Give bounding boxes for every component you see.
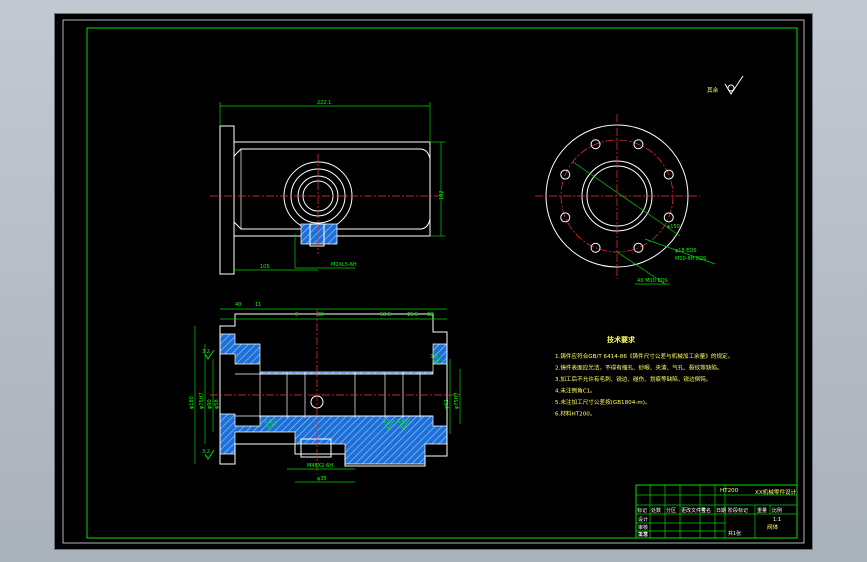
bolt-hole	[633, 139, 644, 150]
title-project: XX机械零件设计	[755, 488, 797, 496]
title-block: HT200 XX机械零件设计 阀体 阶段标记 重量 比例 1:1 共1张 标记处…	[635, 484, 798, 539]
tech-req-item: 4.未注倒角C1。	[555, 387, 596, 395]
title-weight-label: 重量	[757, 507, 767, 514]
title-label: 日期	[716, 508, 726, 514]
section-top-dim: 11	[255, 302, 261, 308]
section-left-dim: φ90	[207, 399, 213, 409]
title-sheet: 共1张	[728, 530, 741, 537]
title-stage-label: 阶段标记	[728, 507, 748, 514]
roughness-mark	[432, 354, 443, 365]
title-scale-value: 1:1	[773, 517, 781, 523]
roughness-value: 3.2	[202, 349, 210, 355]
section-left-dim: φ58	[214, 399, 220, 409]
roughness-value: 3.2	[382, 419, 390, 425]
outer-border	[62, 19, 805, 544]
section-top-dim: 18	[427, 312, 433, 318]
tech-req-title: 技术要求	[607, 335, 636, 344]
bolt-hole	[560, 169, 571, 180]
title-role: 审核	[638, 524, 648, 531]
tech-req-item: 5.未注加工尺寸公差按(GB1804-m)。	[555, 398, 651, 406]
title-label: 处数	[651, 507, 661, 514]
bolt-hole	[560, 212, 571, 223]
title-role: 批准	[638, 531, 648, 538]
roughness-mark	[204, 449, 215, 460]
section-right-dim: φ75H7	[454, 392, 460, 409]
section-top-dim: 40	[235, 302, 241, 308]
roughness-mark	[266, 419, 277, 430]
bolt-hole	[590, 139, 601, 150]
tech-req-item: 6.材料HT200。	[555, 410, 595, 418]
section-left-dim: φ180	[189, 396, 195, 409]
flange-note: 4X M10 EQS	[637, 278, 668, 284]
title-label: 标记	[637, 507, 647, 514]
title-role: 工艺	[638, 532, 648, 538]
section-top-dim: 15.5	[407, 312, 418, 318]
flange-pcd: φ150	[667, 224, 680, 230]
roughness-value: 1.6	[264, 419, 272, 425]
roughness-mark	[399, 419, 410, 430]
roughness-value: 1.6	[397, 419, 405, 425]
section-right-dim: φ62	[444, 399, 450, 409]
title-label: 更改文件号	[681, 507, 706, 514]
roughness-mark	[384, 419, 395, 430]
bolt-hole	[663, 169, 674, 180]
technical-requirements: 技术要求 1.铸件应符合GB/T 6414-86《铸件尺寸公差与机械加工余量》的…	[555, 335, 733, 418]
tech-req-item: 3.加工后不允许有毛刺、锐边、碰伤、划痕等缺陷，锐边倒钝。	[555, 375, 711, 383]
top-length-dim: 222.1	[317, 100, 331, 106]
flange-holes-callout: φ18 EQS	[675, 248, 697, 254]
section-top-dim: 58.5	[380, 312, 391, 318]
section-bottom-dia: φ35	[317, 476, 327, 482]
title-role: 设计	[638, 516, 648, 523]
inner-border	[86, 27, 798, 539]
title-drawing-no: HT200	[720, 488, 739, 494]
bolt-hole	[633, 242, 644, 253]
section-top-dim: 38	[317, 312, 323, 318]
section-left-dim: φ75H7	[199, 392, 205, 409]
flange-view: φ150 φ18 EQS M10-6H EQS 4X M10 EQS	[535, 114, 716, 285]
title-part-name: 阀体	[767, 523, 779, 531]
cad-viewport[interactable]: 222.1 102 105 M2XL5-6H φ150 φ18 EQS M10-…	[55, 14, 812, 549]
title-scale-label: 比例	[772, 507, 782, 514]
title-label: 签名	[701, 507, 711, 514]
top-offset-dim: 105	[260, 264, 270, 270]
title-label: 分区	[666, 507, 676, 514]
top-height-dim: 102	[439, 190, 445, 200]
roughness-other-label: 其余	[707, 86, 719, 94]
section-bottom-thread: M48X2-6H	[307, 463, 333, 469]
tech-req-item: 2.铸件表面应光洁，不得有缩孔、砂眼、夹渣、气孔、裂纹等缺陷。	[555, 364, 723, 372]
engineering-drawing: 222.1 102 105 M2XL5-6H φ150 φ18 EQS M10-…	[62, 19, 805, 544]
roughness-value: 3.2	[430, 354, 438, 360]
bolt-hole	[590, 242, 601, 253]
bolt-hole	[663, 212, 674, 223]
roughness-symbol: 其余	[707, 75, 744, 95]
top-view: 222.1 102 105 M2XL5-6H	[210, 100, 445, 275]
section-top-dim: 9	[295, 312, 298, 318]
roughness-mark	[204, 349, 215, 360]
top-thread-callout: M2XL5-6H	[331, 262, 357, 268]
roughness-value: 3.2	[202, 449, 210, 455]
flange-thread-callout: M10-6H EQS	[675, 256, 706, 262]
tech-req-item: 1.铸件应符合GB/T 6414-86《铸件尺寸公差与机械加工余量》的规定。	[555, 352, 733, 360]
